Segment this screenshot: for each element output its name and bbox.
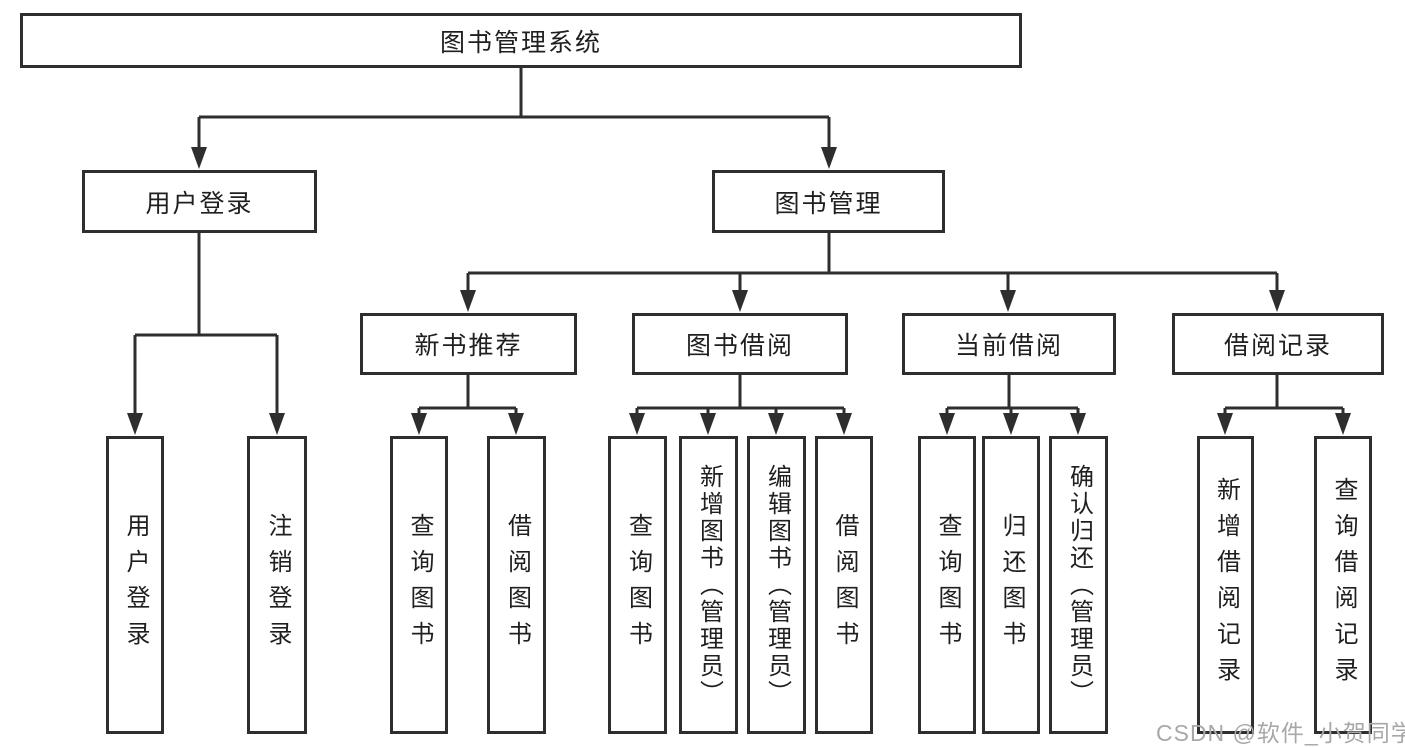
leaf-logout: 注销登录 [247,436,307,734]
node-book-borrow: 图书借阅 [632,313,848,375]
leaf-borrow-books-recommend-label: 借阅图书 [503,513,531,657]
leaf-query-books-recommend-label: 查询图书 [406,513,433,657]
leaf-add-borrow-record-label: 新增借阅记录 [1212,477,1240,693]
leaf-user-login: 用户登录 [106,436,164,734]
node-borrow-records: 借阅记录 [1172,313,1384,375]
leaf-add-books-admin: 新增图书（管理员） [679,436,738,734]
leaf-query-books-borrow-label: 查询图书 [624,513,652,657]
leaf-logout-label: 注销登录 [264,513,291,657]
leaf-query-books-current: 查询图书 [918,436,976,734]
leaf-return-books: 归还图书 [982,436,1040,734]
leaf-edit-books-admin: 编辑图书（管理员） [747,436,806,734]
leaf-add-borrow-record: 新增借阅记录 [1197,436,1254,734]
csdn-watermark: CSDN @软件_小贺同学 [1156,720,1405,746]
leaf-user-login-label: 用户登录 [122,513,149,657]
leaf-confirm-return-admin-label: 确认归还（管理员） [1065,463,1093,707]
node-new-book-recommend-label: 新书推荐 [414,332,523,360]
leaf-return-books-label: 归还图书 [998,513,1025,657]
node-borrow-records-label: 借阅记录 [1223,332,1332,360]
leaf-query-borrow-record-label: 查询借阅记录 [1330,477,1357,693]
leaf-borrow-books-recommend: 借阅图书 [487,436,546,734]
leaf-edit-books-admin-label: 编辑图书（管理员） [763,463,791,707]
leaf-query-books-current-label: 查询图书 [934,513,961,657]
leaf-confirm-return-admin: 确认归还（管理员） [1049,436,1108,734]
node-book-management-label: 图书管理 [774,189,883,218]
node-user-login-label: 用户登录 [145,189,254,218]
node-user-login: 用户登录 [82,170,317,233]
leaf-query-books-borrow: 查询图书 [608,436,667,734]
node-current-borrow: 当前借阅 [902,313,1116,375]
leaf-query-books-recommend: 查询图书 [390,436,448,734]
node-book-management: 图书管理 [712,170,945,233]
leaf-borrow-books-label: 借阅图书 [831,513,858,657]
leaf-query-borrow-record: 查询借阅记录 [1314,436,1372,734]
node-root-label: 图书管理系统 [439,28,602,57]
node-current-borrow-label: 当前借阅 [954,332,1063,360]
node-book-borrow-label: 图书借阅 [685,332,794,360]
leaf-add-books-admin-label: 新增图书（管理员） [695,463,723,707]
node-new-book-recommend: 新书推荐 [360,313,577,375]
node-root: 图书管理系统 [20,13,1022,68]
leaf-borrow-books: 借阅图书 [815,436,873,734]
